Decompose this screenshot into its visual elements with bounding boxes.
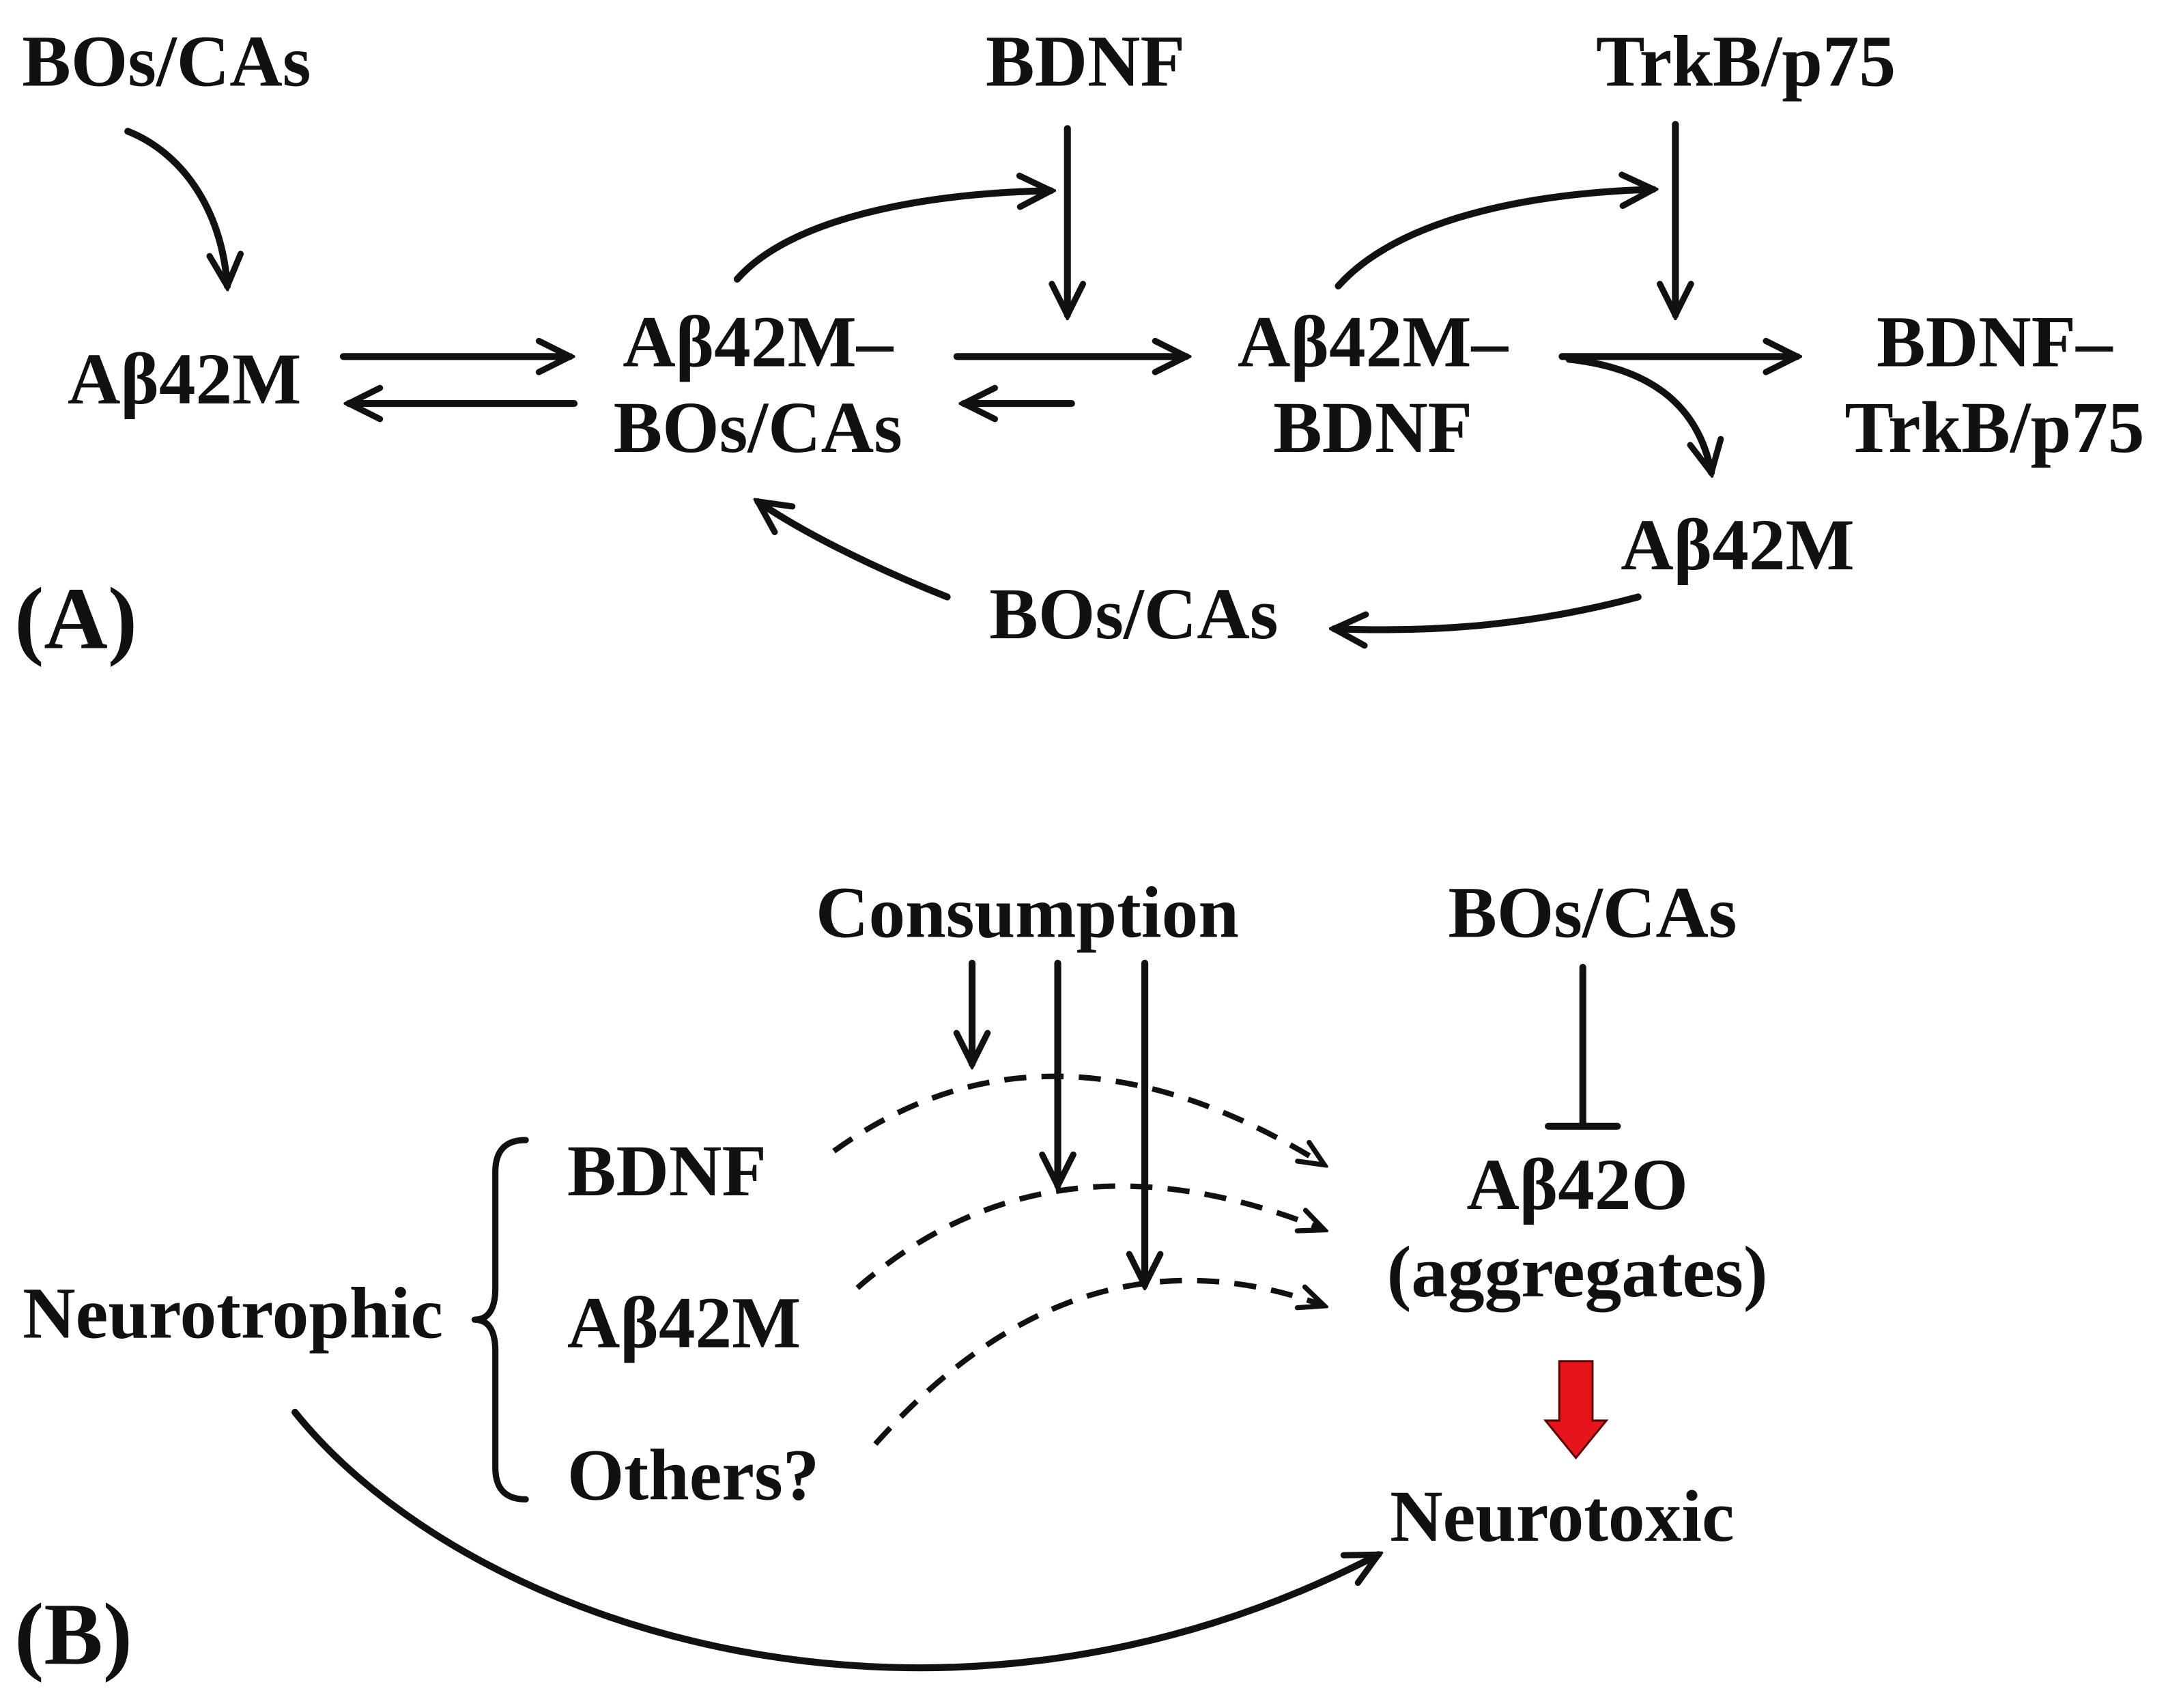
node-released-bos-cas: BOs/CAs [989, 573, 1278, 655]
dashed-arc-others [873, 1277, 1324, 1447]
node-product-line1: BDNF– [1877, 301, 2113, 382]
node-complex-bdnf-line2: BDNF [1273, 387, 1472, 468]
red-down-arrow-icon [1543, 1360, 1609, 1460]
factor-others: Others? [567, 1434, 819, 1515]
label-inhibitor-bos-cas: BOs/CAs [1448, 872, 1737, 953]
factor-bdnf: BDNF [567, 1130, 767, 1212]
label-oligomer-line2: (aggregates) [1387, 1232, 1768, 1313]
dashed-arc-abeta42m [855, 1183, 1324, 1290]
panel-b-label: (B) [14, 1586, 132, 1683]
node-product-line2: TrkB/p75 [1844, 387, 2144, 468]
node-complex-bos-line2: BOs/CAs [614, 387, 902, 468]
panel-a: (A) BOs/CAs BDNF TrkB/p75 Aβ42M Aβ42M– B… [14, 21, 2144, 668]
top-label-trkb-p75: TrkB/p75 [1596, 21, 1896, 102]
arrow-complex-release-curve-1 [733, 190, 1051, 283]
arrow-neurotrophic-to-neurotoxic [291, 1408, 1378, 1672]
factor-abeta42m: Aβ42M [567, 1283, 801, 1364]
arrow-release-abeta42m [1565, 356, 1712, 472]
curly-brace [471, 1137, 529, 1503]
label-neurotoxic: Neurotoxic [1390, 1476, 1734, 1557]
arrow-bos-cas-to-abeta42m [124, 128, 227, 286]
arrow-complex-release-curve-2 [1335, 189, 1653, 290]
label-neurotrophic: Neurotrophic [23, 1272, 443, 1354]
label-oligomer-line1: Aβ42O [1466, 1144, 1688, 1225]
node-complex-bdnf-line1: Aβ42M– [1238, 301, 1509, 382]
panel-a-label: (A) [14, 570, 137, 668]
node-complex-bos-line1: Aβ42M– [623, 301, 894, 382]
node-abeta42m: Aβ42M [68, 339, 302, 420]
arrow-abeta42m-to-bos-cas [1334, 593, 1642, 629]
top-label-bdnf: BDNF [986, 21, 1185, 102]
node-released-abeta42m: Aβ42M [1621, 504, 1855, 586]
arrow-bos-cas-recycle [758, 502, 951, 601]
label-consumption: Consumption [816, 872, 1239, 953]
top-label-bos-cas: BOs/CAs [22, 21, 311, 102]
panel-b: (B) Consumption BOs/CAs Neurotrophic BDN… [14, 872, 1767, 1683]
